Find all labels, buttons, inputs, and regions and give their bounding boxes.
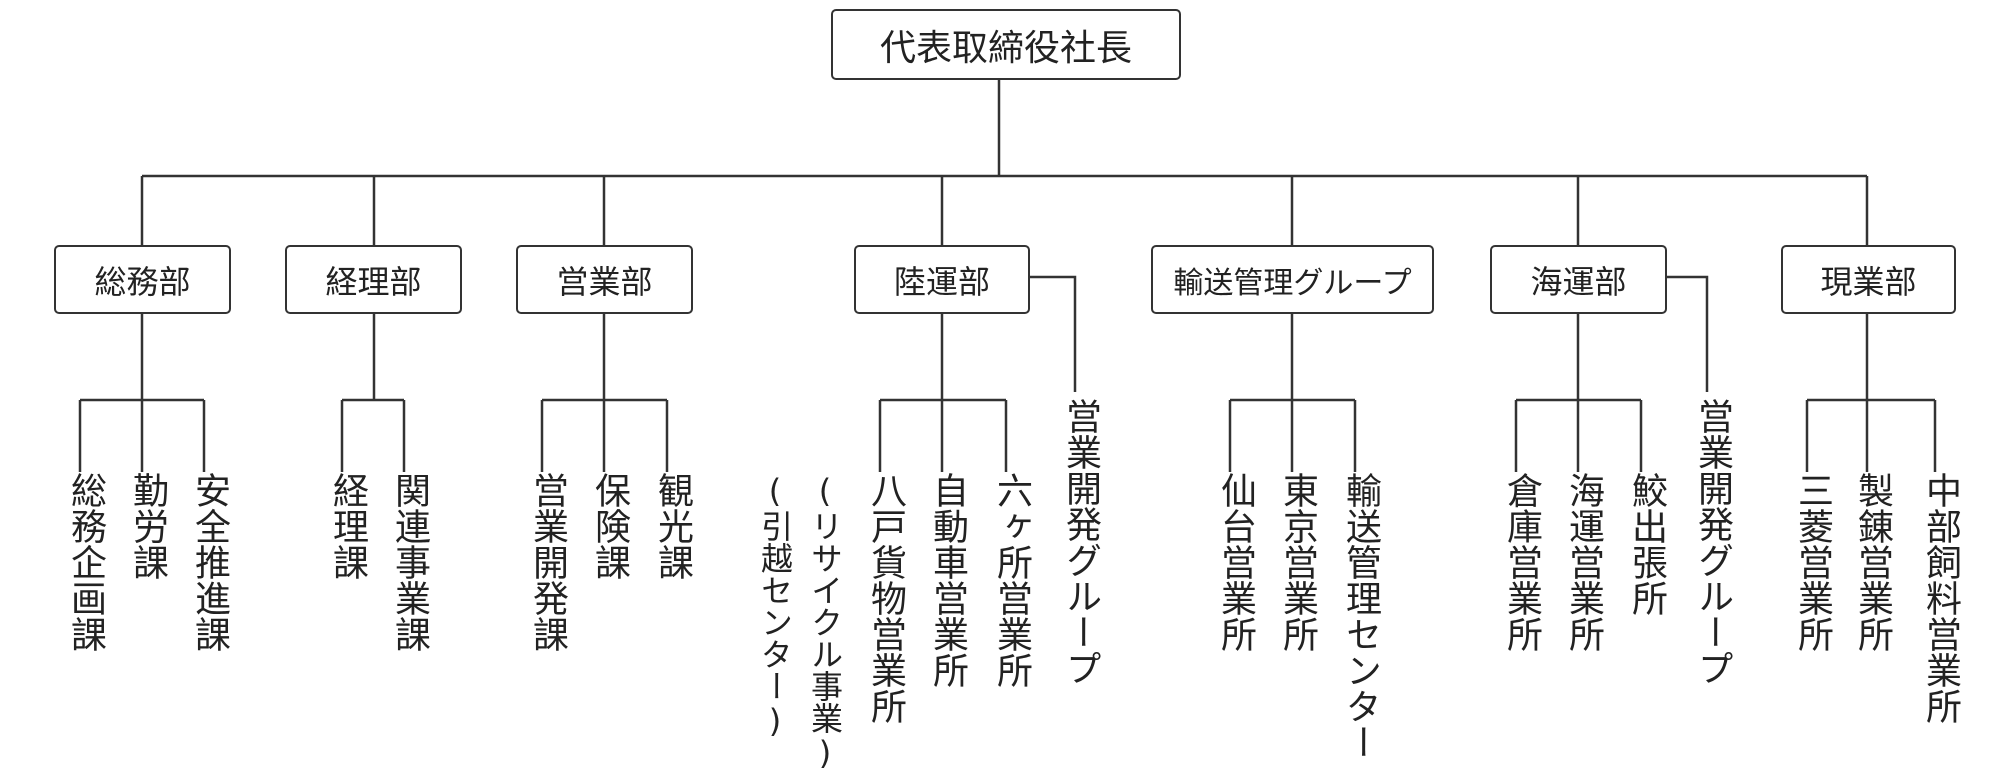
unit-label: 東京営業所 (1277, 472, 1318, 652)
unit-label: 経理課 (327, 472, 368, 580)
unit-label: 総務企画課 (65, 472, 106, 652)
dept-label: 海運部 (1530, 262, 1627, 301)
side-unit-label: 営業開発グループ (1060, 398, 1101, 686)
unit-label: 六ヶ所営業所 (991, 472, 1032, 688)
unit-label-note: (引越センター) (756, 472, 794, 740)
unit-label: 営業開発課 (527, 472, 568, 652)
unit-label: 八戸貨物営業所 (865, 472, 906, 724)
unit-label: 中部飼料営業所 (1920, 472, 1961, 724)
dept-box-land-transport: 陸運部 (854, 245, 1030, 314)
unit-label: 観光課 (652, 472, 693, 580)
dept-box-sales: 営業部 (516, 245, 693, 314)
dept-box-marine-transport: 海運部 (1490, 245, 1667, 314)
dept-box-transport-management: 輸送管理グループ (1151, 245, 1434, 314)
unit-label: 三菱営業所 (1792, 472, 1833, 652)
dept-box-field-operations: 現業部 (1781, 245, 1956, 314)
unit-label: 関連事業課 (389, 472, 430, 652)
dept-label: 現業部 (1820, 262, 1917, 301)
dept-label: 総務部 (94, 262, 191, 301)
dept-label: 輸送管理グループ (1173, 265, 1412, 301)
unit-label: 仙台営業所 (1215, 472, 1256, 652)
president-box: 代表取締役社長 (831, 9, 1181, 80)
unit-label-note: (リサイクル事業) (806, 472, 844, 772)
unit-label: 安全推進課 (189, 472, 230, 652)
unit-label: 海運営業所 (1563, 472, 1604, 652)
unit-label: 輸送管理センター (1340, 472, 1381, 760)
unit-label: 鮫出張所 (1626, 472, 1667, 616)
dept-label: 経理部 (325, 262, 422, 301)
unit-label: 勤労課 (127, 472, 168, 580)
side-unit-label: 営業開発グループ (1692, 398, 1733, 686)
unit-label: 保険課 (589, 472, 630, 580)
president-label: 代表取締役社長 (879, 27, 1132, 69)
dept-label: 陸運部 (893, 262, 990, 301)
unit-label: 自動車営業所 (927, 472, 968, 688)
dept-box-general-affairs: 総務部 (54, 245, 231, 314)
dept-box-accounting: 経理部 (285, 245, 462, 314)
unit-label: 製錬営業所 (1852, 472, 1893, 652)
unit-label: 倉庫営業所 (1501, 472, 1542, 652)
dept-label: 営業部 (556, 262, 653, 301)
